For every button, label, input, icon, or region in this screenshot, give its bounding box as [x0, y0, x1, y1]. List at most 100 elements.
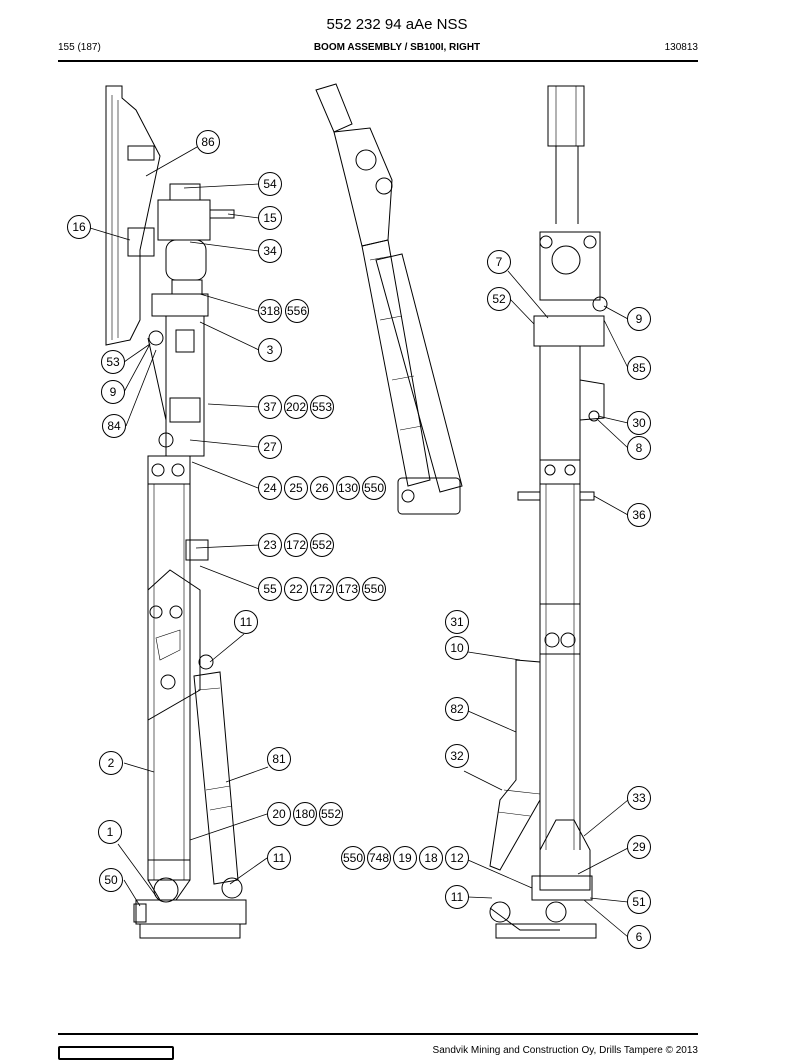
callouts: 86 54 15 16 34 318 556 3 53 9 37 202 553…: [67, 130, 651, 949]
callout-11-b: 11: [267, 846, 291, 870]
callout-552-b: 552: [319, 802, 343, 826]
callout-54: 54: [258, 172, 282, 196]
callout-2: 2: [99, 751, 123, 775]
callout-86: 86: [196, 130, 220, 154]
svg-text:10: 10: [450, 641, 464, 655]
svg-text:318: 318: [260, 304, 280, 318]
svg-text:86: 86: [201, 135, 215, 149]
svg-text:552: 552: [321, 807, 341, 821]
callout-50: 50: [99, 868, 123, 892]
svg-text:27: 27: [263, 440, 277, 454]
svg-text:552: 552: [312, 538, 332, 552]
callout-26: 26: [310, 476, 334, 500]
svg-text:29: 29: [632, 840, 646, 854]
svg-text:15: 15: [263, 211, 277, 225]
svg-text:18: 18: [424, 851, 438, 865]
callout-27: 27: [258, 435, 282, 459]
callout-20: 20: [267, 802, 291, 826]
callout-9-left: 9: [101, 380, 125, 404]
callout-748: 748: [367, 846, 391, 870]
callout-34: 34: [258, 239, 282, 263]
company-logo: [58, 1046, 174, 1060]
svg-text:23: 23: [263, 538, 277, 552]
page-number: 155 (187): [58, 42, 101, 53]
callout-85: 85: [627, 356, 651, 380]
svg-text:30: 30: [632, 416, 646, 430]
svg-text:748: 748: [369, 851, 389, 865]
header-rule: [58, 60, 698, 62]
callout-3: 3: [258, 338, 282, 362]
callout-7: 7: [487, 250, 511, 274]
svg-text:550: 550: [364, 582, 384, 596]
leader-lines: [89, 146, 629, 938]
callout-37: 37: [258, 395, 282, 419]
callout-553: 553: [310, 395, 334, 419]
left-view: [105, 85, 247, 939]
callout-202: 202: [284, 395, 308, 419]
svg-text:550: 550: [343, 851, 363, 865]
callout-31: 31: [445, 610, 469, 634]
svg-text:26: 26: [315, 481, 329, 495]
svg-text:11: 11: [451, 890, 464, 904]
footer-copyright: Sandvik Mining and Construction Oy, Dril…: [432, 1045, 698, 1056]
svg-text:550: 550: [364, 481, 384, 495]
callout-173: 173: [336, 577, 360, 601]
callout-55: 55: [258, 577, 282, 601]
callout-51: 51: [627, 890, 651, 914]
callout-15: 15: [258, 206, 282, 230]
svg-text:172: 172: [286, 538, 306, 552]
svg-text:55: 55: [263, 582, 277, 596]
center-view: [315, 83, 463, 515]
svg-text:3: 3: [267, 343, 274, 357]
callout-24: 24: [258, 476, 282, 500]
svg-text:25: 25: [289, 481, 303, 495]
svg-text:22: 22: [289, 582, 303, 596]
callout-30: 30: [627, 411, 651, 435]
callout-12: 12: [445, 846, 469, 870]
callout-172-a: 172: [284, 533, 308, 557]
svg-text:2: 2: [108, 756, 115, 770]
callout-52: 52: [487, 287, 511, 311]
callout-550-b: 550: [362, 577, 386, 601]
callout-84: 84: [102, 414, 126, 438]
svg-text:172: 172: [312, 582, 332, 596]
callout-81: 81: [267, 747, 291, 771]
callout-6: 6: [627, 925, 651, 949]
svg-text:16: 16: [72, 220, 86, 234]
callout-25: 25: [284, 476, 308, 500]
document-id: 552 232 94 aAe NSS: [326, 16, 468, 33]
svg-text:202: 202: [286, 400, 306, 414]
callout-36: 36: [627, 503, 651, 527]
svg-text:32: 32: [450, 749, 464, 763]
svg-text:36: 36: [632, 508, 646, 522]
svg-text:54: 54: [263, 177, 277, 191]
right-view: [489, 85, 608, 939]
svg-text:81: 81: [272, 752, 286, 766]
callout-82: 82: [445, 697, 469, 721]
svg-text:34: 34: [263, 244, 277, 258]
svg-text:6: 6: [636, 930, 643, 944]
svg-text:37: 37: [263, 400, 277, 414]
callout-8: 8: [627, 436, 651, 460]
callout-172-b: 172: [310, 577, 334, 601]
svg-text:11: 11: [273, 851, 286, 865]
callout-33: 33: [627, 786, 651, 810]
callout-23: 23: [258, 533, 282, 557]
svg-text:85: 85: [632, 361, 646, 375]
svg-text:53: 53: [106, 355, 120, 369]
page-title: BOOM ASSEMBLY / SB100I, RIGHT: [313, 42, 481, 53]
svg-text:52: 52: [492, 292, 506, 306]
svg-text:24: 24: [263, 481, 277, 495]
svg-text:31: 31: [450, 615, 464, 629]
callout-318: 318: [258, 299, 282, 323]
callout-550-a: 550: [362, 476, 386, 500]
svg-text:130: 130: [338, 481, 358, 495]
svg-text:180: 180: [295, 807, 315, 821]
svg-text:51: 51: [632, 895, 646, 909]
svg-text:84: 84: [107, 419, 121, 433]
callout-53: 53: [101, 350, 125, 374]
callout-1: 1: [98, 820, 122, 844]
callout-32: 32: [445, 744, 469, 768]
svg-text:9: 9: [110, 385, 117, 399]
